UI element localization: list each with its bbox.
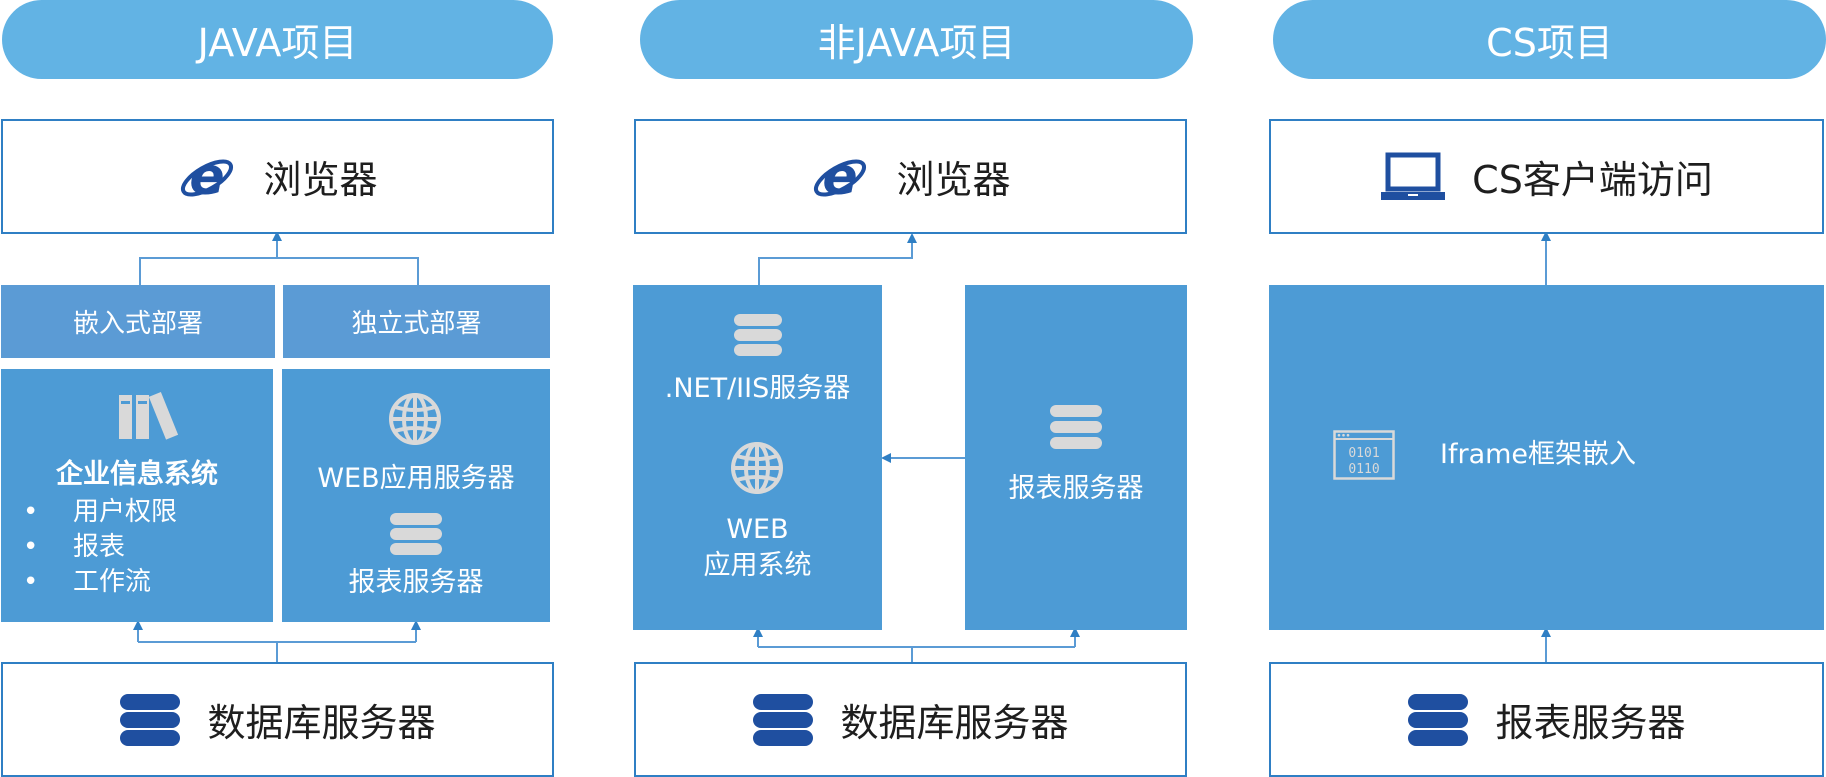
svg-text:0110: 0110 [1348, 462, 1379, 477]
nonjava-iis-panel: .NET/IIS服务器 WEB 应用系统 [633, 285, 882, 630]
java-header: JAVA项目 [2, 0, 553, 79]
nonjava-browser-box: e 浏览器 [634, 119, 1187, 234]
java-deploy-to-browser-line [139, 257, 419, 285]
nonjava-browser-label: 浏览器 [896, 158, 1011, 202]
cs-report-server-label: 报表服务器 [1495, 701, 1686, 745]
database-icon [388, 507, 444, 559]
cs-header-label: CS项目 [1486, 21, 1613, 65]
binary-window-icon: 0101 0110 [1333, 430, 1395, 480]
enterprise-system-title: 企业信息系统 [56, 459, 218, 490]
nonjava-report-panel: 报表服务器 [965, 285, 1187, 630]
java-db-server-label: 数据库服务器 [207, 701, 436, 745]
database-icon [1049, 401, 1103, 453]
cs-iframe-panel: 0101 0110 Iframe框架嵌入 [1269, 285, 1824, 630]
java-report-server-label: 报表服务器 [348, 567, 484, 598]
database-icon [733, 310, 783, 360]
books-icon [117, 391, 185, 441]
globe-icon [729, 440, 785, 496]
cs-report-server-box: 报表服务器 [1269, 662, 1824, 777]
list-item: •用户权限 [23, 497, 178, 527]
laptop-icon [1380, 152, 1446, 202]
svg-text:e: e [823, 148, 858, 206]
globe-icon [387, 391, 443, 447]
web-app-server-label: WEB应用服务器 [317, 463, 515, 494]
iis-server-label: .NET/IIS服务器 [664, 373, 851, 404]
nonjava-report-server-label: 报表服务器 [1008, 472, 1144, 504]
java-browser-label: 浏览器 [263, 158, 378, 202]
cs-header: CS项目 [1273, 0, 1826, 79]
java-enterprise-panel: 企业信息系统 •用户权限 •报表 •工作流 [1, 369, 273, 622]
java-webserver-panel: WEB应用服务器 报表服务器 [282, 369, 550, 622]
database-icon [119, 690, 181, 750]
java-browser-box: e 浏览器 [1, 119, 554, 234]
cs-client-label: CS客户端访问 [1472, 158, 1713, 202]
java-embedded-tag-label: 嵌入式部署 [72, 309, 203, 339]
database-icon [1407, 690, 1469, 750]
java-standalone-tag: 独立式部署 [283, 285, 550, 358]
list-item: •工作流 [23, 567, 152, 597]
nonjava-header-label: 非JAVA项目 [817, 21, 1016, 65]
nonjava-iis-to-browser-line [758, 233, 917, 285]
svg-text:0101: 0101 [1348, 446, 1379, 461]
cs-client-box: CS客户端访问 [1269, 119, 1824, 234]
java-db-server-box: 数据库服务器 [1, 662, 554, 777]
database-icon [752, 690, 814, 750]
nonjava-header: 非JAVA项目 [640, 0, 1193, 79]
iframe-embed-label: Iframe框架嵌入 [1440, 439, 1637, 470]
enterprise-feature-list: •用户权限 •报表 •工作流 [23, 495, 177, 600]
java-embedded-tag: 嵌入式部署 [1, 285, 275, 358]
list-item: •报表 [23, 532, 126, 562]
web-label: WEB [726, 514, 789, 545]
ie-icon: e [810, 148, 870, 206]
ie-icon: e [177, 148, 237, 206]
app-system-label: 应用系统 [703, 550, 812, 581]
svg-text:e: e [190, 148, 225, 206]
java-header-label: JAVA项目 [197, 21, 358, 65]
nonjava-db-server-box: 数据库服务器 [634, 662, 1187, 777]
java-standalone-tag-label: 独立式部署 [351, 309, 482, 339]
nonjava-db-server-label: 数据库服务器 [840, 701, 1069, 745]
